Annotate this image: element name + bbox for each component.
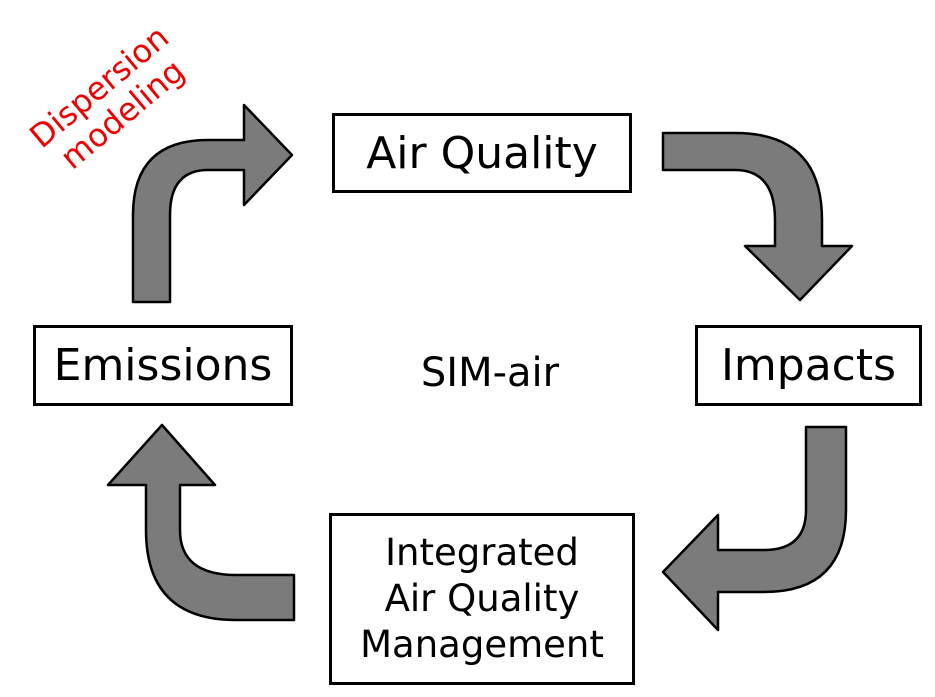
node-iaqm-line-3: Management [360, 623, 604, 666]
center-label: SIM-air [420, 350, 560, 396]
node-air-quality: Air Quality [332, 113, 632, 193]
node-emissions: Emissions [33, 325, 293, 406]
arrow-iaqm-to-emissions [106, 423, 296, 622]
node-iaqm-line-2: Air Quality [384, 577, 580, 620]
node-emissions-label: Emissions [53, 340, 273, 391]
arrow-impacts-to-iaqm [661, 425, 848, 632]
node-impacts-label: Impacts [720, 340, 897, 391]
arrow-air-quality-to-impacts [661, 131, 854, 302]
node-iaqm-line-1: Integrated [385, 531, 579, 574]
node-iaqm: Integrated Air Quality Management [329, 513, 635, 685]
node-impacts: Impacts [695, 325, 922, 406]
node-air-quality-label: Air Quality [366, 127, 598, 179]
arrow-emissions-to-air-quality [131, 103, 294, 304]
